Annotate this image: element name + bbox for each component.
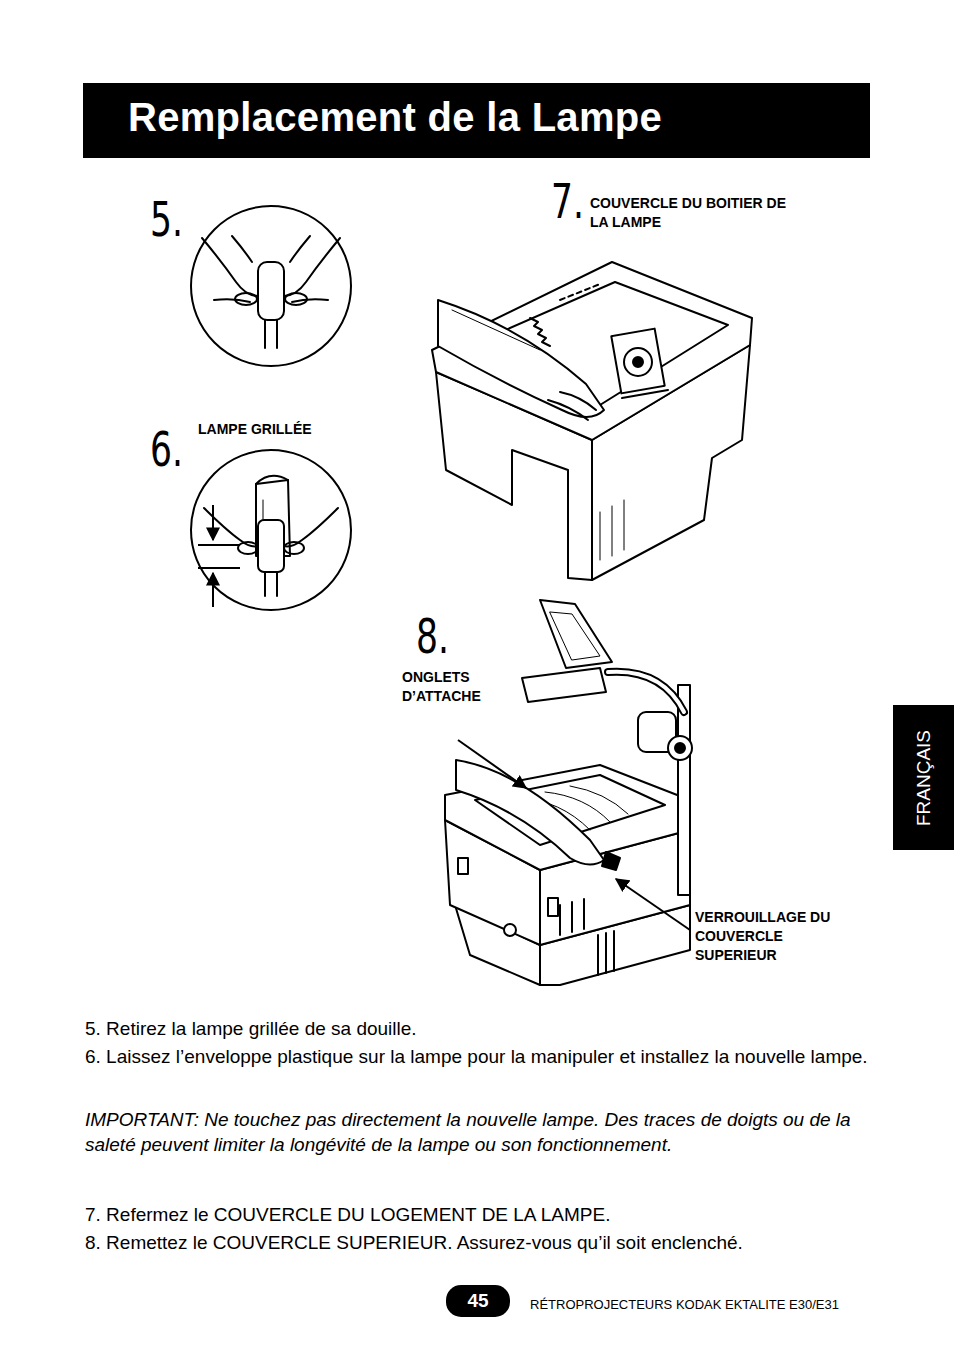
lamp-housing-figure	[452, 310, 540, 350]
lamp-removal-figure	[202, 238, 258, 296]
new-lamp-figure	[284, 508, 338, 546]
new-lamp-figure	[284, 542, 304, 554]
leader-arrows	[458, 740, 690, 930]
new-lamp-figure	[191, 450, 351, 610]
step-number: 5.	[150, 190, 183, 248]
lamp-housing-figure	[600, 500, 624, 560]
page-number-pill: 45	[446, 1285, 510, 1317]
lamp-housing-figure	[611, 329, 664, 394]
leader-arrows	[458, 740, 526, 788]
leader-arrows	[616, 879, 690, 930]
instruction-step: 6. Laissez l’enveloppe plastique sur la …	[85, 1043, 875, 1070]
node-text: 45	[467, 1290, 488, 1312]
new-lamp-figure	[256, 476, 288, 484]
lamp-removal-figure	[276, 320, 278, 348]
lamp-removal-figure	[191, 206, 351, 366]
lamp-removal-figure	[264, 320, 266, 348]
overhead-projector-figure	[602, 852, 620, 870]
overhead-projector-figure	[608, 672, 684, 712]
dimension-arrows	[198, 544, 240, 546]
lamp-removal-figure	[285, 293, 307, 305]
lamp-housing-figure	[622, 390, 668, 398]
overhead-projector-figure	[675, 743, 685, 753]
lamp-housing-figure	[624, 348, 652, 376]
lamp-removal-figure	[232, 236, 252, 262]
part-label: VERROUILLAGE DU COUVERCLE SUPERIEUR	[695, 908, 850, 965]
step-number: 6.	[150, 420, 183, 478]
step-number: 7.	[551, 172, 584, 230]
title-band	[83, 83, 870, 158]
new-lamp-figure	[191, 450, 351, 610]
footer-text: RÉTROPROJECTEURS KODAK EKTALITE E30/E31	[530, 1297, 839, 1313]
overhead-projector-figure	[445, 600, 692, 985]
overhead-projector-figure	[560, 899, 614, 975]
node-text: FRANÇAIS	[913, 729, 935, 825]
lamp-housing-figure	[432, 262, 752, 580]
dimension-arrows	[212, 573, 214, 607]
dimension-arrows	[212, 505, 214, 540]
new-lamp-figure	[238, 542, 258, 554]
overhead-projector-figure	[522, 668, 606, 702]
lamp-removal-figure	[292, 299, 328, 302]
lamp-housing-figure	[633, 357, 643, 367]
lamp-removal-figure	[290, 236, 310, 262]
overhead-projector-figure	[668, 736, 692, 760]
overhead-projector-figure	[608, 672, 684, 712]
page-title: Remplacement de la Lampe	[128, 95, 662, 140]
instruction-step: 8. Remettez le COUVERCLE SUPERIEUR. Assu…	[85, 1229, 875, 1256]
overhead-projector-figure	[458, 858, 468, 874]
lamp-removal-figure	[191, 206, 351, 366]
part-label: ONGLETS D’ATTACHE	[402, 668, 512, 706]
important-note: IMPORTANT: Ne touchez pas directement la…	[85, 1107, 875, 1157]
part-label: LAMPE GRILLÉE	[198, 420, 312, 439]
instruction-step: 7. Refermez le COUVERCLE DU LOGEMENT DE …	[85, 1201, 875, 1228]
new-lamp-figure	[264, 572, 266, 596]
lamp-housing-figure	[438, 300, 604, 417]
lamp-removal-figure	[258, 262, 284, 320]
overhead-projector-figure	[550, 612, 600, 660]
lamp-removal-figure	[214, 299, 250, 302]
overhead-projector-figure	[456, 760, 604, 865]
lamp-housing-figure	[560, 284, 600, 300]
instruction-step: 5. Retirez la lampe grillée de sa douill…	[85, 1015, 875, 1042]
dimension-arrows	[198, 505, 240, 607]
dimension-arrows	[198, 567, 240, 569]
lamp-removal-figure	[235, 293, 257, 305]
lamp-housing-figure	[432, 262, 752, 440]
step-number: 8.	[416, 607, 449, 665]
lamp-housing-figure	[548, 400, 588, 420]
overhead-projector-figure	[540, 600, 612, 668]
overhead-projector-figure	[504, 924, 516, 936]
overhead-projector-figure	[678, 685, 690, 895]
title-band	[83, 83, 870, 158]
overhead-projector-figure	[548, 898, 558, 916]
lamp-housing-figure	[530, 318, 550, 346]
language-tab: FRANÇAIS	[893, 705, 954, 850]
lamp-removal-figure	[284, 238, 340, 296]
new-lamp-figure	[258, 520, 284, 572]
new-lamp-figure	[276, 572, 278, 596]
part-label: COUVERCLE DU BOITIER DE LA LAMPE	[590, 194, 795, 232]
